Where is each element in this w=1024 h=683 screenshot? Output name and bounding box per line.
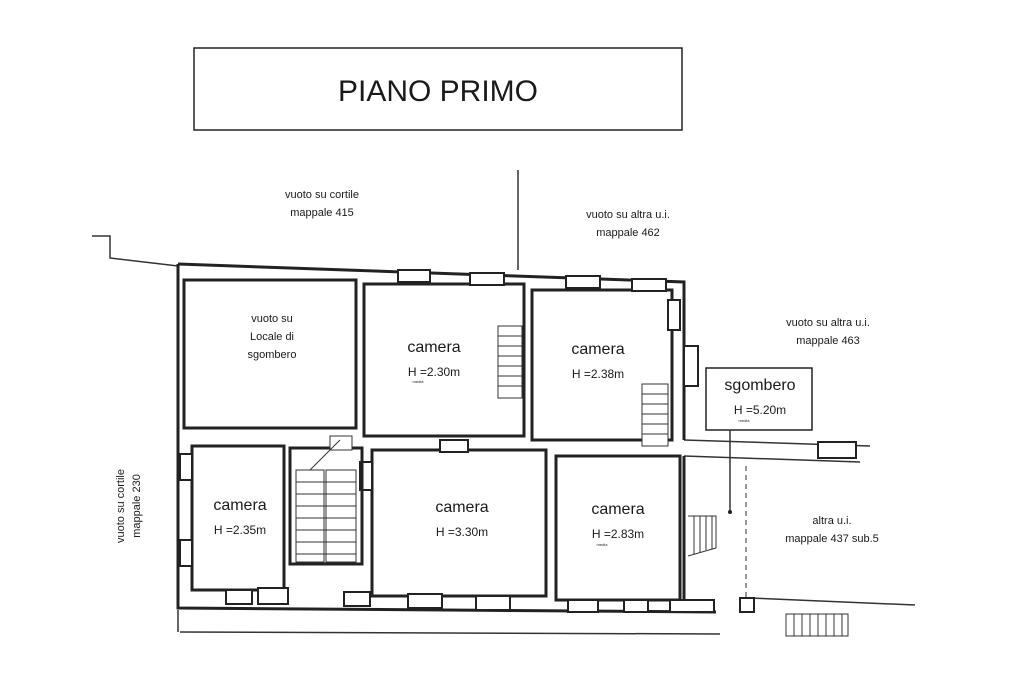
label-camera-br: camera H =2.83m media <box>591 501 644 547</box>
svg-text:vuoto su altra u.i.: vuoto su altra u.i. <box>786 317 870 329</box>
staircase-central <box>288 435 364 566</box>
label-camera-top-right: camera H =2.38m <box>571 341 624 381</box>
title-block: PIANO PRIMO <box>193 47 683 131</box>
svg-text:mappale 415: mappale 415 <box>290 207 354 219</box>
sgombero-pointer-dot <box>728 510 732 514</box>
svg-text:camera: camera <box>213 497 266 514</box>
svg-text:camera: camera <box>591 501 644 518</box>
outer-walls <box>176 262 717 614</box>
svg-text:mappale 462: mappale 462 <box>596 227 660 239</box>
label-sgombero: sgombero H =5.20m media <box>724 377 795 423</box>
svg-text:vuoto su cortile: vuoto su cortile <box>285 189 359 201</box>
svg-text:media: media <box>597 542 609 547</box>
svg-text:H =3.30m: H =3.30m <box>436 525 488 539</box>
svg-text:mappale 437 sub.5: mappale 437 sub.5 <box>785 533 879 545</box>
label-void-sgombero: vuoto su Locale di sgombero <box>248 313 297 361</box>
svg-text:media: media <box>413 379 425 384</box>
windows <box>179 269 857 613</box>
title-box <box>193 47 683 131</box>
boundary-lines <box>92 170 916 635</box>
svg-text:mappale 463: mappale 463 <box>796 335 860 347</box>
svg-text:camera: camera <box>407 339 460 356</box>
staircase-top-mid <box>497 325 523 399</box>
label-altra-463: vuoto su altra u.i. mappale 463 <box>786 317 870 347</box>
svg-text:Locale di: Locale di <box>250 331 294 343</box>
svg-text:sgombero: sgombero <box>724 377 795 394</box>
svg-text:altra u.i.: altra u.i. <box>812 515 851 527</box>
svg-text:H =2.30m: H =2.30m <box>408 365 460 379</box>
svg-text:media: media <box>739 418 751 423</box>
label-camera-bm: camera H =3.30m <box>435 499 488 539</box>
room-camera-bl <box>190 444 286 592</box>
label-camera-bl: camera H =2.35m <box>213 497 266 537</box>
plan-title: PIANO PRIMO <box>338 75 538 108</box>
svg-text:camera: camera <box>435 499 488 516</box>
svg-text:vuoto su cortile: vuoto su cortile <box>115 469 127 543</box>
label-camera-top-mid: camera H =2.30m media <box>407 339 460 384</box>
room-sgombero-box <box>705 367 813 431</box>
room-camera-top-right <box>530 288 674 442</box>
svg-text:vuoto su altra u.i.: vuoto su altra u.i. <box>586 209 670 221</box>
label-cortile-415: vuoto su cortile mappale 415 <box>285 189 359 219</box>
svg-text:H =5.20m: H =5.20m <box>734 403 786 417</box>
room-camera-br <box>554 454 682 602</box>
label-altra-462: vuoto su altra u.i. mappale 462 <box>586 209 670 239</box>
staircase-top-right <box>641 383 669 447</box>
room-camera-top-mid <box>362 282 526 438</box>
staircase-sgombero <box>687 515 717 557</box>
room-camera-bm <box>370 448 548 598</box>
label-cortile-230: vuoto su cortile mappale 230 <box>115 469 143 543</box>
exterior-steps <box>785 613 849 637</box>
svg-text:camera: camera <box>571 341 624 358</box>
svg-text:H =2.38m: H =2.38m <box>572 367 624 381</box>
svg-text:sgombero: sgombero <box>248 349 297 361</box>
svg-text:mappale 230: mappale 230 <box>131 474 143 538</box>
svg-text:vuoto su: vuoto su <box>251 313 293 325</box>
svg-text:H =2.83m: H =2.83m <box>592 527 644 541</box>
svg-text:H =2.35m: H =2.35m <box>214 523 266 537</box>
room-void-sgombero <box>182 278 358 430</box>
label-altra-437: altra u.i. mappale 437 sub.5 <box>785 515 879 545</box>
